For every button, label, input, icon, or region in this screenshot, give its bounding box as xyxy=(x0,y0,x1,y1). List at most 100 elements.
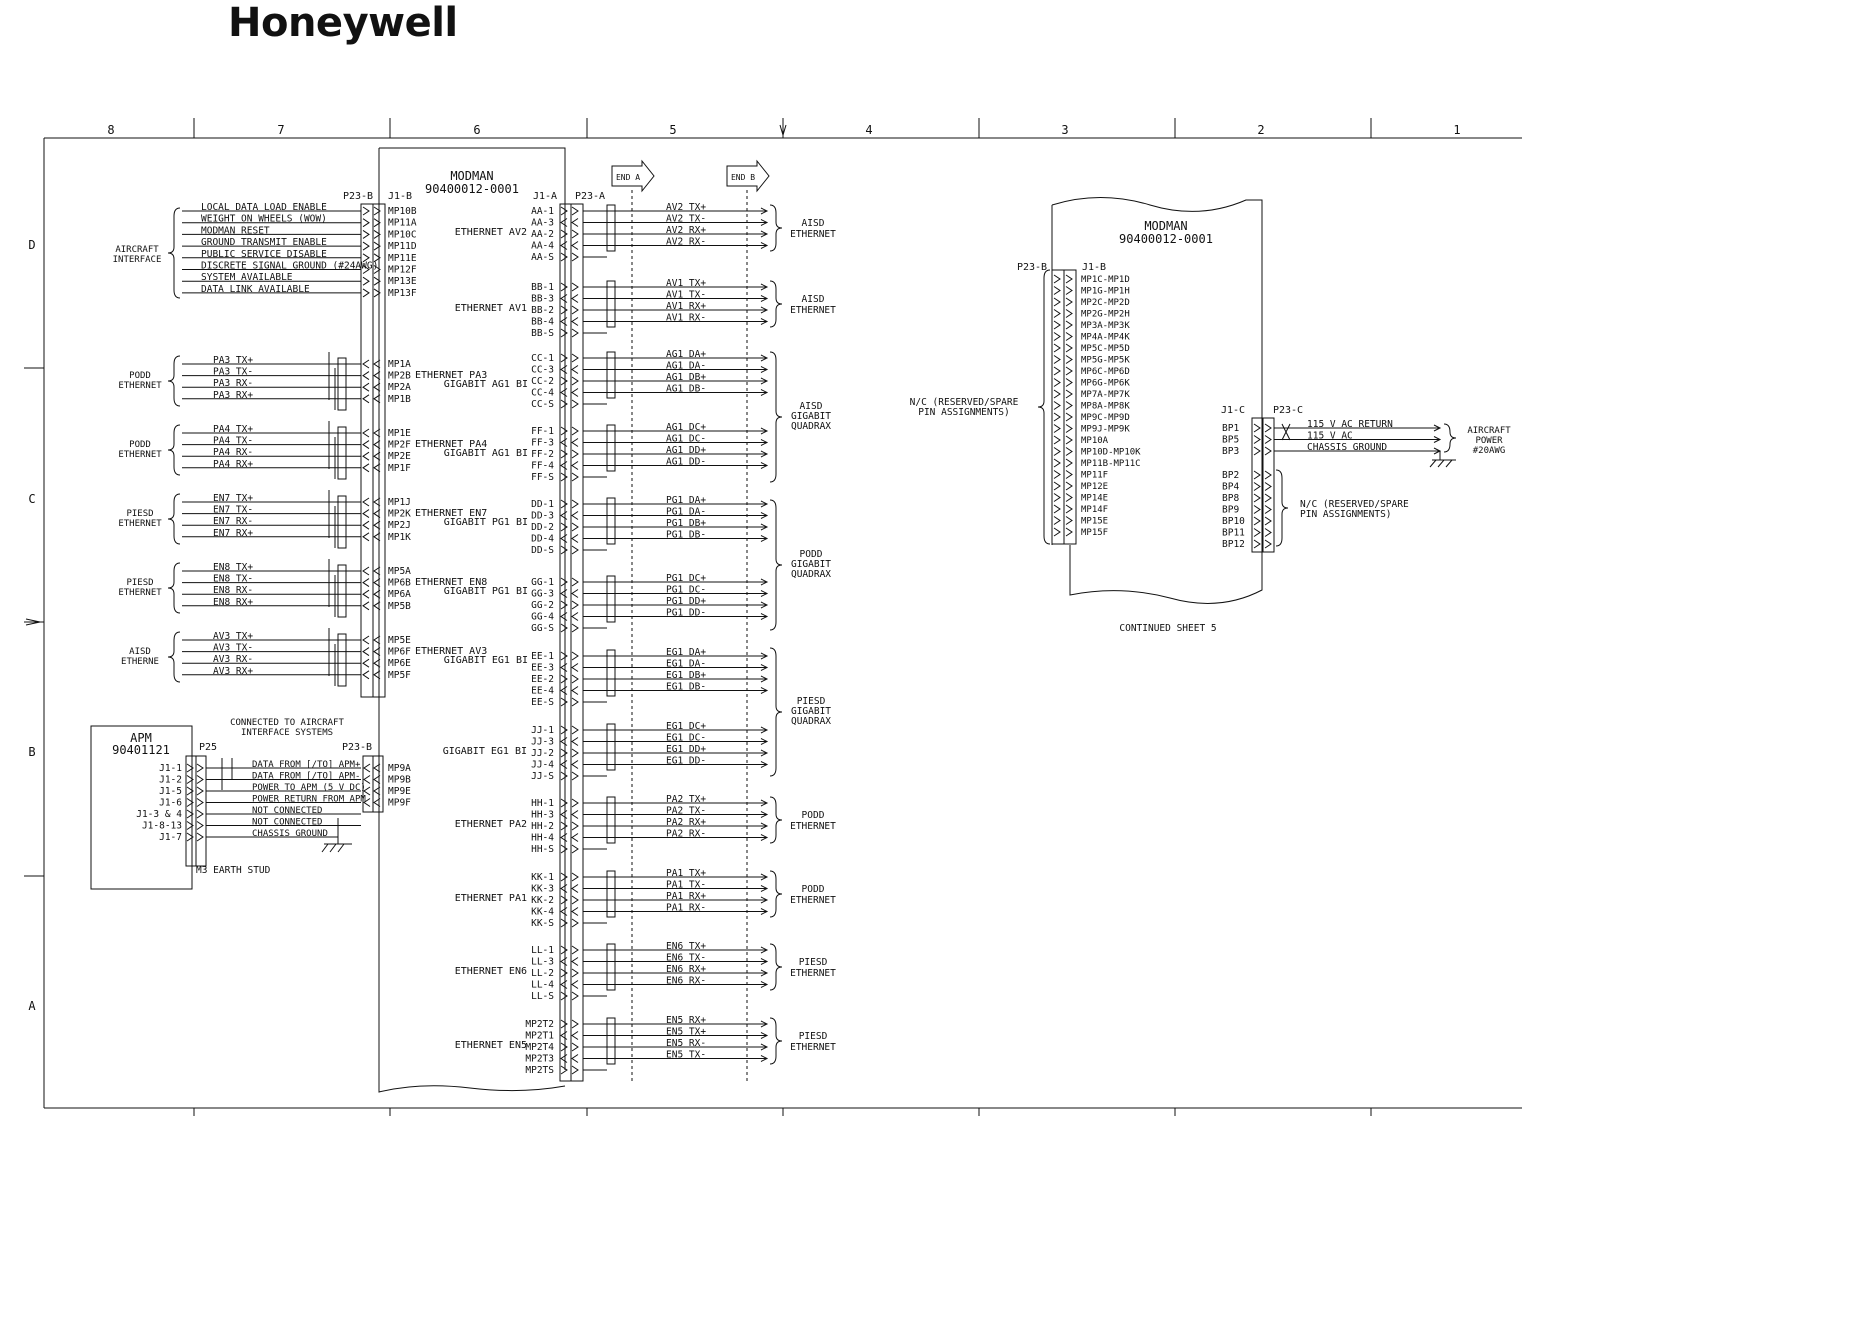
interface-name: ETHERNET EN7 xyxy=(415,508,487,519)
destination-brace xyxy=(769,796,783,844)
group-label: ETHERNET xyxy=(118,381,162,391)
pin-label: CC-S xyxy=(531,399,554,410)
arrow-head xyxy=(760,1043,769,1051)
pin-label: DD-2 xyxy=(531,522,554,533)
zone-letter: A xyxy=(28,999,36,1013)
pin-label: J1-8-13 xyxy=(142,821,182,832)
pin-label: MP1A xyxy=(388,359,411,370)
pin-label: MP9B xyxy=(388,775,411,786)
pin-chevron xyxy=(571,534,579,543)
pin-chevron xyxy=(1065,378,1073,387)
pin-label: MP12E xyxy=(1081,482,1108,492)
arrow-head xyxy=(760,283,769,291)
pin-chevron xyxy=(1065,424,1073,433)
signal-name: EN6 RX- xyxy=(666,976,706,987)
pin-label: MP6F xyxy=(388,647,411,658)
destination-label: AIRCRAFT xyxy=(1467,426,1511,436)
twisted-pair-shield xyxy=(606,351,616,399)
pin-chevron xyxy=(560,282,568,292)
pin-chevron xyxy=(560,577,568,587)
signal-name: SYSTEM AVAILABLE xyxy=(201,272,293,283)
pin-chevron xyxy=(373,509,381,519)
arrow-head xyxy=(760,664,769,671)
pin-chevron xyxy=(560,328,568,338)
pin-chevron xyxy=(560,438,568,447)
arrow-head xyxy=(760,318,769,325)
pin-label: FF-S xyxy=(531,472,554,483)
pin-chevron xyxy=(1264,482,1272,491)
destination-brace xyxy=(769,870,783,918)
pin-label: MP5C-MP5D xyxy=(1081,344,1130,354)
pin-label: DD-4 xyxy=(531,534,554,545)
pin-chevron xyxy=(1264,470,1272,480)
ground-symbol xyxy=(1429,459,1456,468)
pin-chevron xyxy=(571,844,579,854)
zone-number: 4 xyxy=(865,123,872,137)
pin-chevron xyxy=(560,305,568,315)
pin-chevron xyxy=(1065,366,1073,376)
arrow-head xyxy=(760,207,769,215)
pin-label: CC-2 xyxy=(531,376,554,387)
arrow-head xyxy=(760,523,769,531)
pin-chevron xyxy=(560,241,568,250)
pin-chevron xyxy=(560,449,568,459)
pin-label: LL-3 xyxy=(531,957,554,968)
pin-label: CC-4 xyxy=(531,388,554,399)
signal-name: PA4 RX- xyxy=(213,447,253,458)
connector-p23c xyxy=(1262,417,1275,553)
twisted-pair-shield xyxy=(337,633,347,687)
pin-chevron xyxy=(1053,343,1061,353)
pin-label: JJ-4 xyxy=(531,760,554,771)
pin-chevron xyxy=(571,980,579,989)
modman-title: MODMAN xyxy=(450,169,493,183)
pin-label: MP11E xyxy=(388,253,417,264)
power-brace xyxy=(1443,423,1457,453)
pin-chevron xyxy=(571,206,579,216)
pin-chevron xyxy=(362,206,370,216)
pin-chevron xyxy=(1053,412,1061,422)
arrow-head xyxy=(760,799,769,807)
signal-name: CHASSIS GROUND xyxy=(1307,442,1387,453)
pin-label: LL-4 xyxy=(531,980,554,991)
arrow-head xyxy=(760,1020,769,1028)
arrow-head xyxy=(760,389,769,396)
signal-name: PA3 TX+ xyxy=(213,355,253,366)
pin-chevron xyxy=(373,497,381,507)
note-text: INTERFACE SYSTEMS xyxy=(241,728,333,738)
pin-chevron xyxy=(560,376,568,386)
pin-chevron xyxy=(560,623,568,633)
pin-chevron xyxy=(373,763,381,773)
pin-chevron xyxy=(560,980,568,989)
pin-label: KK-S xyxy=(531,918,554,929)
signal-name: EN6 TX+ xyxy=(666,941,706,952)
pin-label: BB-S xyxy=(531,328,554,339)
pin-label: MP2C-MP2D xyxy=(1081,298,1130,308)
destination-label: GIGABIT xyxy=(791,706,831,717)
pin-chevron xyxy=(1053,470,1061,479)
pin-chevron xyxy=(571,945,579,955)
pin-chevron xyxy=(571,472,579,482)
pin-chevron xyxy=(1053,447,1061,456)
pin-label: AA-S xyxy=(531,252,554,263)
pin-chevron xyxy=(1264,493,1272,503)
signal-name: PG1 DA- xyxy=(666,507,706,518)
pin-label: MP6C-MP6D xyxy=(1081,367,1130,377)
arrow-head xyxy=(760,1055,769,1062)
pin-chevron xyxy=(571,229,579,239)
pin-chevron xyxy=(1065,343,1073,353)
pin-chevron xyxy=(373,218,381,228)
signal-name: DATA FROM [/TO] APM- xyxy=(252,772,360,782)
pin-chevron xyxy=(362,229,370,239)
signal-name: AV1 RX- xyxy=(666,313,706,324)
pin-label: MP5E xyxy=(388,635,411,646)
zone-number: 3 xyxy=(1061,123,1068,137)
signal-name: PA4 TX+ xyxy=(213,424,253,435)
pin-chevron xyxy=(362,566,370,576)
signal-name: NOT CONNECTED xyxy=(252,818,322,828)
connector-label: P23-B xyxy=(1017,262,1047,273)
pin-label: FF-2 xyxy=(531,449,554,460)
pin-chevron xyxy=(1053,274,1061,284)
connector-j1b xyxy=(372,203,386,698)
pin-chevron xyxy=(560,461,568,470)
pin-label: BP4 xyxy=(1222,482,1239,493)
